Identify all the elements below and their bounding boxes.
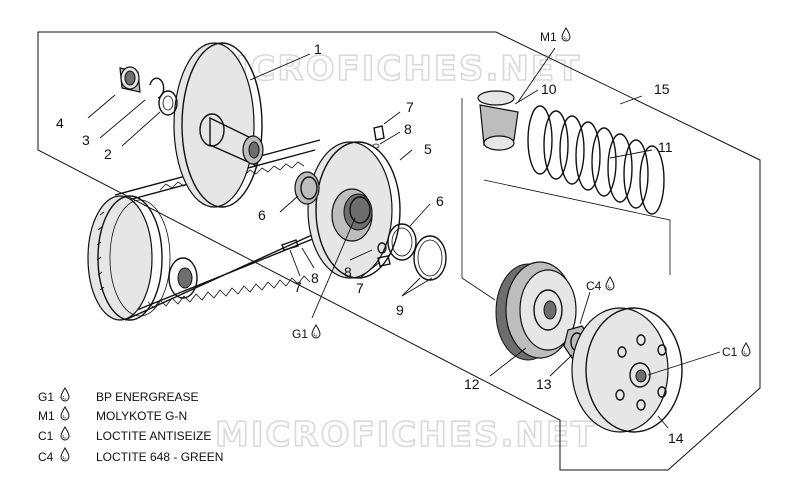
clutch-bell: [571, 307, 683, 433]
legend-text-g1: BP ENERGREASE: [96, 390, 198, 404]
legend-text-c1: LOCTITE ANTISEIZE: [96, 429, 211, 443]
drop-icon: [561, 27, 571, 42]
drop-icon: [60, 387, 70, 402]
legend-code-c4: C4: [38, 450, 54, 464]
movable-half-pulley: [307, 141, 401, 279]
part-number-10: 10: [541, 81, 557, 97]
bearing: [119, 66, 141, 93]
part-number-2: 2: [104, 146, 112, 162]
part-number-5: 5: [424, 141, 432, 157]
part-number-8-top: 8: [404, 121, 412, 137]
legend-code-m1: M1: [38, 409, 55, 423]
part-number-8-right: 8: [344, 264, 352, 280]
o-ring-pair: [413, 235, 447, 281]
watermark-bottom: MICROFICHES.NET: [215, 415, 596, 455]
spring-group-frame: [483, 179, 671, 275]
part-number-12: 12: [464, 376, 480, 392]
legend-text-m1: MOLYKOTE G-N: [96, 409, 187, 423]
seal-ring: [158, 90, 178, 116]
part-number-11: 11: [658, 139, 673, 155]
part-number-6-right: 6: [436, 193, 444, 209]
clutch-group-frame: [461, 98, 496, 301]
part-number-13: 13: [536, 376, 552, 392]
legend-code-c1: C1: [38, 429, 54, 443]
callout-c4: C4: [586, 279, 602, 293]
clutch-assembly: [495, 261, 577, 361]
drop-icon: [605, 276, 615, 291]
part-number-14: 14: [668, 430, 684, 446]
part-number-7-left: 7: [294, 279, 302, 295]
guide-ring-right: [387, 223, 417, 261]
part-number-9: 9: [396, 302, 404, 318]
leader-lines: [87, 47, 721, 429]
pin-right: [377, 242, 391, 267]
part-number-1: 1: [314, 41, 322, 57]
driven-pulley: [87, 195, 198, 321]
guide-ring-left: [294, 171, 320, 205]
drop-icon: [311, 324, 321, 339]
pin-top: [372, 125, 385, 149]
legend: G1 BP ENERGREASE M1 MOLYKOTE G-N C1 LOCT…: [38, 387, 223, 464]
part-number-6-left: 6: [258, 207, 266, 223]
pin-left: [281, 239, 299, 251]
assembly-frame: [37, 31, 761, 471]
part-number-3: 3: [82, 132, 90, 148]
callout-m1: M1: [540, 30, 557, 44]
clutch-spring: [527, 105, 665, 215]
fixed-half-pulley: [173, 42, 264, 208]
watermark-top: MICROFICHES.NET: [200, 49, 581, 89]
part-number-15: 15: [654, 81, 670, 97]
drop-icon: [741, 342, 751, 357]
callout-g1: G1: [292, 327, 308, 341]
legend-code-g1: G1: [38, 390, 54, 404]
drop-icon: [60, 406, 70, 421]
callout-c1: C1: [722, 345, 738, 359]
bushing: [477, 90, 519, 151]
part-number-4: 4: [56, 115, 64, 131]
part-number-8-left: 8: [311, 270, 319, 286]
legend-text-c4: LOCTITE 648 - GREEN: [96, 450, 223, 464]
part-number-7-right: 7: [356, 280, 364, 296]
drop-icon: [60, 447, 70, 462]
part-number-7-top: 7: [406, 99, 414, 115]
drop-icon: [60, 426, 70, 441]
